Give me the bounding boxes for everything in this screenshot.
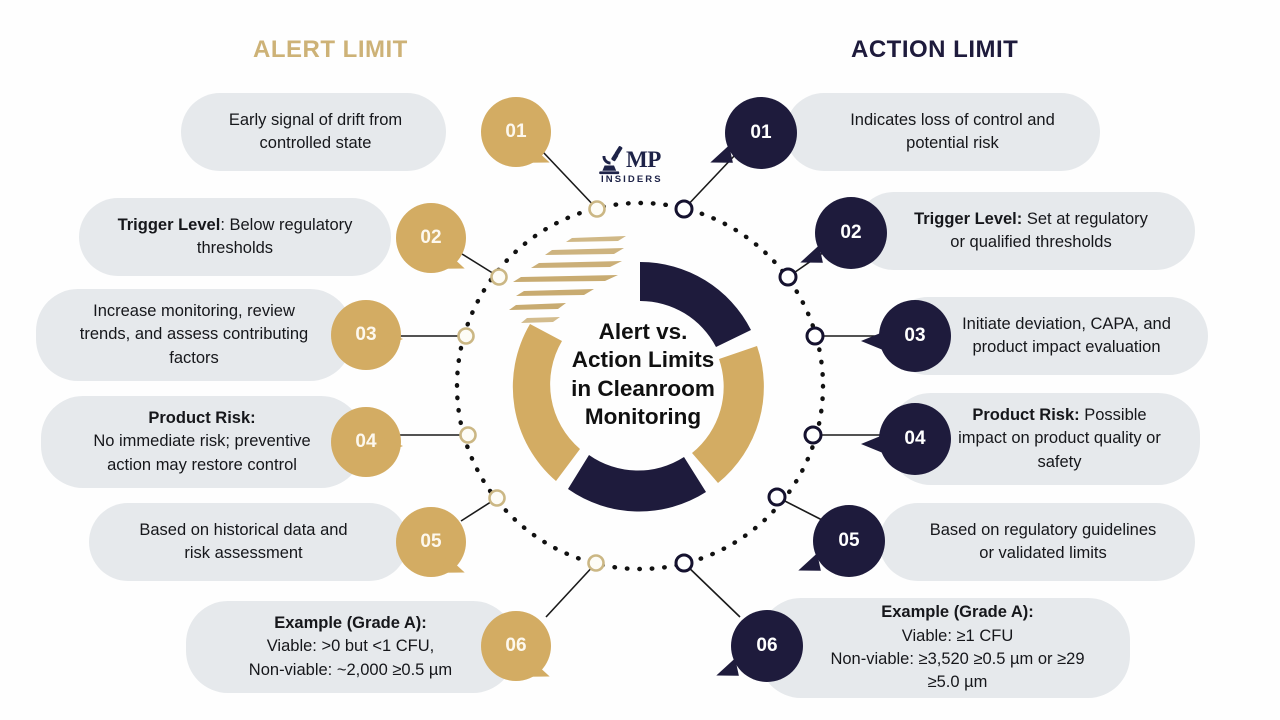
logo-wordmark: MP bbox=[626, 147, 661, 172]
bubble-tail-icon bbox=[381, 437, 403, 455]
connector-alert-5 bbox=[460, 497, 498, 522]
action-bubble-1[interactable]: 01 bbox=[707, 97, 797, 169]
action-bubble-number-6: 06 bbox=[756, 635, 778, 656]
action-bubble-6[interactable]: 06 bbox=[713, 610, 803, 682]
bubble-tail-icon bbox=[797, 245, 823, 268]
action-item-pill-6[interactable]: Example (Grade A): Viable: ≥1 CFU Non-vi… bbox=[759, 598, 1130, 698]
alert-item-text-5: Based on historical data and risk assess… bbox=[139, 520, 348, 562]
microscope-icon bbox=[599, 146, 623, 175]
alert-bubble-number-2: 02 bbox=[420, 227, 442, 248]
bubble-tail-icon bbox=[527, 145, 553, 168]
orbit-node-alert-6[interactable] bbox=[587, 554, 605, 572]
alert-bubble-2[interactable]: 02 bbox=[396, 203, 468, 274]
bubble-tail-icon bbox=[381, 330, 403, 348]
alert-item-pill-1[interactable]: Early signal of drift from controlled st… bbox=[181, 93, 446, 171]
bubble-tail-icon bbox=[713, 658, 739, 681]
bubble-tail-icon bbox=[795, 553, 821, 576]
orbit-node-alert-5[interactable] bbox=[488, 489, 506, 507]
action-limit-heading: ACTION LIMIT bbox=[851, 36, 1019, 63]
alert-limit-heading: ALERT LIMIT bbox=[253, 36, 408, 63]
alert-bubble-number-5: 05 bbox=[420, 531, 442, 552]
alert-item-text-6: Example (Grade A): Viable: >0 but <1 CFU… bbox=[248, 613, 453, 679]
connector-alert-2 bbox=[461, 253, 500, 278]
action-item-pill-5[interactable]: Based on regulatory guidelines or valida… bbox=[879, 503, 1195, 581]
action-bubble-number-4: 04 bbox=[904, 428, 926, 449]
alert-bubble-number-3: 03 bbox=[355, 324, 377, 345]
alert-bubble-6[interactable]: 06 bbox=[481, 611, 553, 682]
alert-item-pill-5[interactable]: Based on historical data and risk assess… bbox=[89, 503, 408, 581]
alert-bubble-5[interactable]: 05 bbox=[396, 507, 468, 578]
connector-action-5 bbox=[776, 496, 827, 523]
action-item-text-6: Example (Grade A): Viable: ≥1 CFU Non-vi… bbox=[830, 603, 1085, 692]
orbit-node-alert-4[interactable] bbox=[459, 426, 477, 444]
connector-action-6 bbox=[683, 562, 741, 618]
alert-item-pill-6[interactable]: Example (Grade A): Viable: >0 but <1 CFU… bbox=[186, 601, 515, 693]
center-title-line-2: Action Limits bbox=[571, 347, 715, 373]
bubble-tail-icon bbox=[527, 659, 553, 682]
action-bubble-4[interactable]: 04 bbox=[861, 403, 951, 475]
alert-bubble-number-1: 01 bbox=[505, 121, 527, 142]
bubble-tail-icon bbox=[442, 251, 468, 274]
alert-item-pill-4[interactable]: Product Risk: No immediate risk; prevent… bbox=[41, 396, 363, 488]
action-bubble-5[interactable]: 05 bbox=[795, 505, 885, 577]
orbit-node-action-2[interactable] bbox=[778, 267, 798, 287]
alert-item-text-2: Trigger Level: Below regulatory threshol… bbox=[117, 215, 353, 257]
orbit-node-action-6[interactable] bbox=[674, 553, 694, 573]
alert-bubble-3[interactable]: 03 bbox=[331, 300, 403, 370]
action-item-text-5: Based on regulatory guidelines or valida… bbox=[929, 520, 1157, 562]
donut-segment-action-bottom bbox=[568, 455, 706, 512]
action-item-text-1: Indicates loss of control and potential … bbox=[850, 110, 1055, 152]
action-item-text-2: Trigger Level: Set at regulatory or qual… bbox=[914, 209, 1148, 251]
connector-alert-6 bbox=[545, 562, 597, 618]
alert-bubble-4[interactable]: 04 bbox=[331, 407, 403, 477]
brand-logo: MP INSIDERS bbox=[596, 146, 682, 194]
orbit-node-alert-1[interactable] bbox=[588, 200, 606, 218]
action-item-pill-1[interactable]: Indicates loss of control and potential … bbox=[785, 93, 1100, 171]
action-item-pill-4[interactable]: Product Risk: Possible impact on product… bbox=[889, 393, 1200, 485]
orbit-node-action-4[interactable] bbox=[803, 425, 823, 445]
action-item-text-3: Initiate deviation, CAPA, and product im… bbox=[962, 314, 1171, 356]
center-title-line-1: Alert vs. bbox=[598, 319, 688, 344]
bubble-tail-icon bbox=[861, 435, 883, 453]
alert-item-pill-2[interactable]: Trigger Level: Below regulatory threshol… bbox=[79, 198, 391, 276]
action-bubble-number-2: 02 bbox=[840, 222, 862, 243]
orbit-node-alert-2[interactable] bbox=[490, 268, 508, 286]
alert-item-pill-3[interactable]: Increase monitoring, review trends, and … bbox=[36, 289, 352, 381]
orbit-node-alert-3[interactable] bbox=[457, 327, 475, 345]
logo-subtext: INSIDERS bbox=[601, 174, 663, 185]
alert-item-text-1: Early signal of drift from controlled st… bbox=[228, 110, 403, 152]
alert-item-text-3: Increase monitoring, review trends, and … bbox=[79, 301, 309, 367]
center-title: Alert vs. Action Limits in Cleanroom Mon… bbox=[548, 318, 738, 431]
orbit-node-action-1[interactable] bbox=[674, 199, 694, 219]
center-title-line-3: in Cleanroom bbox=[571, 375, 715, 401]
action-bubble-number-1: 01 bbox=[750, 122, 772, 143]
connector-alert-1 bbox=[542, 151, 598, 210]
action-bubble-2[interactable]: 02 bbox=[797, 197, 887, 269]
orbit-node-action-3[interactable] bbox=[805, 326, 825, 346]
bubble-tail-icon bbox=[707, 145, 733, 168]
action-bubble-number-3: 03 bbox=[904, 325, 926, 346]
center-title-line-4: Monitoring bbox=[584, 404, 702, 430]
alert-bubble-1[interactable]: 01 bbox=[481, 97, 553, 168]
alert-bubble-number-4: 04 bbox=[355, 431, 377, 452]
alert-bubble-number-6: 06 bbox=[505, 635, 527, 656]
bubble-tail-icon bbox=[861, 332, 883, 350]
bubble-tail-icon bbox=[442, 555, 468, 578]
action-item-pill-2[interactable]: Trigger Level: Set at regulatory or qual… bbox=[855, 192, 1195, 270]
action-bubble-number-5: 05 bbox=[838, 530, 860, 551]
alert-item-text-4: Product Risk: No immediate risk; prevent… bbox=[93, 408, 311, 474]
decorative-speed-lines-icon bbox=[509, 236, 626, 323]
action-item-text-4: Product Risk: Possible impact on product… bbox=[958, 405, 1161, 471]
orbit-node-action-5[interactable] bbox=[767, 487, 787, 507]
action-bubble-3[interactable]: 03 bbox=[861, 300, 951, 372]
